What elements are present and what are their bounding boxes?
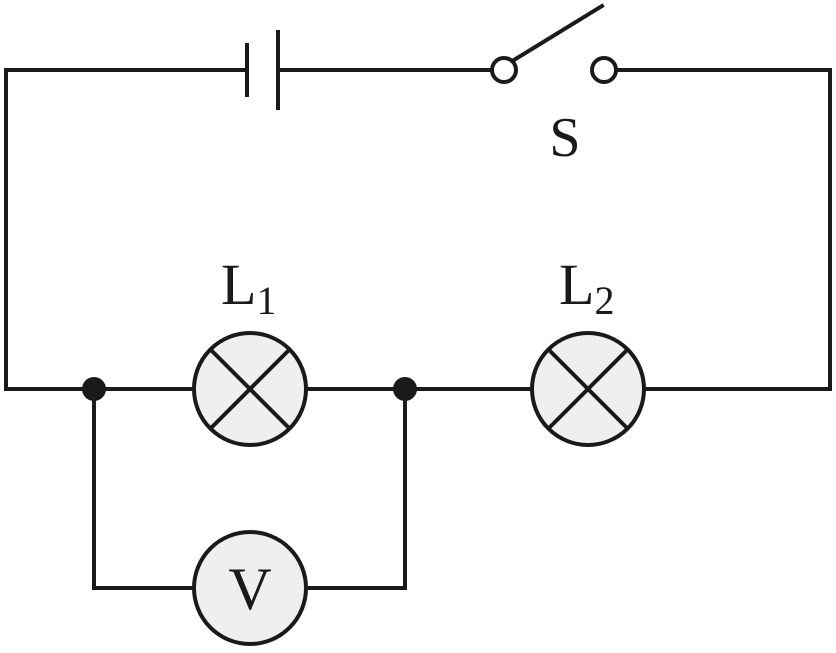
lamp-1-subscript: 1 (256, 278, 276, 323)
switch-right-terminal (590, 56, 618, 84)
lamp-1-cross-b (208, 347, 292, 431)
switch-icon (490, 3, 618, 84)
junction-node-right (393, 377, 417, 401)
lamp-1-label: L1 (221, 252, 276, 323)
junction-node-left (82, 377, 106, 401)
voltmeter-branch (92, 387, 407, 590)
lamp-2-cross-b (546, 347, 630, 431)
battery-icon (245, 30, 280, 110)
switch-left-terminal (490, 56, 518, 84)
lamp-2-label: L2 (559, 252, 614, 323)
lamp-1-letter: L (221, 252, 256, 317)
lamp-2 (530, 331, 646, 447)
voltmeter-icon (192, 530, 308, 646)
voltmeter-label: V (228, 556, 271, 622)
outer-wires (4, 68, 832, 391)
voltmeter-body (192, 530, 308, 646)
lamp-1 (192, 331, 308, 447)
switch-label: S (549, 107, 580, 169)
switch-lever (511, 3, 605, 63)
lamp-2-subscript: 2 (594, 278, 614, 323)
lamp-2-letter: L (559, 252, 594, 317)
